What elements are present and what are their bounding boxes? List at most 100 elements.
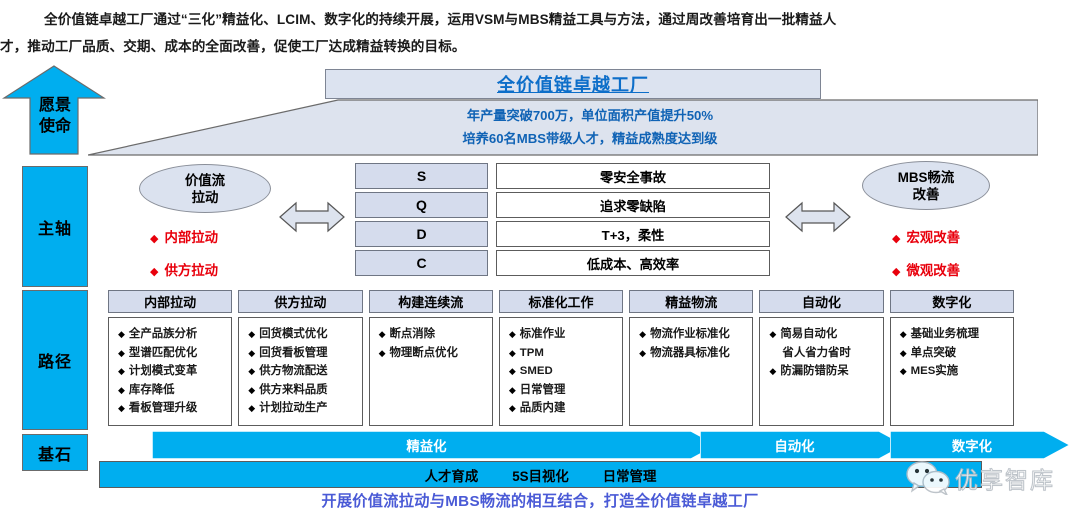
path-item: ◆日常管理 [509,381,618,400]
path-item-list: ◆基础业务梳理◆单点突破◆MES实施 [891,325,1013,381]
path-item-label: TPM [519,346,544,359]
path-column-header: 数字化 [889,290,1014,313]
mbs-flow-improve-l2: 改善 [912,186,940,202]
spine-label-vision: 愿景 使命 [22,95,88,137]
path-column-header: 构建连续流 [368,290,493,313]
path-column: 构建连续流◆断点消除◆物理断点优化 [368,290,493,426]
path-item: ◆断点消除 [379,325,488,344]
diamond-icon: ◆ [639,329,647,339]
sqdc-key-d: D [355,221,488,247]
diamond-icon: ◆ [508,366,516,377]
sqdc-value-s: 零安全事故 [496,163,770,189]
diamond-icon: ◆ [378,347,386,358]
left-bullet-list: ◆内部拉动 ◆供方拉动 [150,222,218,288]
diamond-icon: ◆ [378,329,386,339]
footer-caption: 开展价值流拉动与MBS畅流的相互结合，打造全价值链卓越工厂 [321,493,759,510]
path-item-list: ◆物流作业标准化◆物流器具标准化 [630,325,752,362]
path-item-label: 计划拉动生产 [259,402,328,415]
diamond-icon: ◆ [248,329,256,339]
double-arrow-left-icon [279,201,345,233]
watermark: 优享智库 [905,457,1075,499]
value-stream-pull-ellipse: 价值流 拉动 [139,164,271,213]
sqdc-row: S 零安全事故 [355,163,770,189]
path-item-label: MES实施 [910,365,959,378]
path-column: 数字化◆基础业务梳理◆单点突破◆MES实施 [889,290,1014,426]
path-column-body: ◆标准作业◆TPM◆SMED◆日常管理◆品质内建 [498,317,624,426]
mbs-flow-improve-ellipse: MBS畅流 改善 [862,161,990,210]
sqdc-key-c: C [355,250,488,276]
path-item: ◆看板管理升级 [118,399,227,418]
diamond-icon: ◆ [899,329,907,339]
diamond-icon: ◆ [899,347,907,358]
path-item-list: ◆标准作业◆TPM◆SMED◆日常管理◆品质内建 [500,325,622,418]
diamond-icon: ◆ [892,233,901,245]
path-item-label: 单点突破 [910,346,957,359]
diamond-icon: ◆ [508,329,516,339]
diamond-icon: ◆ [248,347,256,358]
path-item: ◆简易自动化 [769,325,878,344]
chevron-label: 数字化 [951,439,993,454]
path-item: ◆型谱匹配优化 [118,344,227,363]
chevron-label: 自动化 [774,439,815,454]
spine-label-foundation: 基石 [22,434,88,471]
right-bullet-list: ◆宏观改善 ◆微观改善 [892,222,960,288]
path-item-label: 简易自动化 [780,328,838,340]
chevron-2: 自动化 [699,430,907,460]
path-item-label: 物流器具标准化 [650,346,730,359]
spine-label-vision-l1: 愿景 [38,97,71,114]
path-item-list: ◆回货模式优化◆回货看板管理◆供方物流配送◆供方来料品质◆计划拉动生产 [239,325,361,418]
path-item: ◆标准作业 [509,325,618,344]
diamond-icon: ◆ [508,403,516,414]
page-title: 全价值链卓越工厂 [497,75,649,95]
path-item-list: ◆断点消除◆物理断点优化 [370,325,492,362]
path-item: ◆计划模式变革 [118,362,227,381]
path-item: ◆计划拉动生产 [248,399,357,418]
diamond-icon: ◆ [769,366,777,377]
path-item: ◆单点突破 [900,344,1009,363]
path-item-label: 物流作业标准化 [650,328,730,340]
diamond-icon: ◆ [150,266,159,278]
sqdc-value-q: 追求零缺陷 [496,192,770,218]
path-column-body: ◆基础业务梳理◆单点突破◆MES实施 [889,317,1014,426]
watermark-text: 优享智库 [955,468,1055,495]
path-item: ◆供方来料品质 [248,381,357,400]
chevron-3: 数字化 [889,430,1072,460]
sqdc-key-s: S [355,163,488,189]
sqdc-row: C 低成本、高效率 [355,250,770,276]
path-item: ◆物流作业标准化 [639,325,748,344]
path-item: ◆物理断点优化 [379,344,488,363]
diamond-icon: ◆ [248,384,256,395]
intro-line-1: 全价值链卓越工厂通过“三化”精益化、LCIM、数字化的持续开展，运用VSM与MB… [44,12,837,27]
path-item: ◆基础业务梳理 [900,325,1009,344]
diamond-icon: ◆ [639,347,647,358]
diamond-icon: ◆ [118,347,125,358]
foundation-item: 5S目视化 [512,468,569,484]
path-item: ◆物流器具标准化 [639,344,748,363]
diamond-icon: ◆ [769,329,777,339]
diamond-icon: ◆ [248,403,256,414]
double-arrow-right-icon [785,201,851,233]
path-item: ◆品质内建 [509,399,618,418]
spine-label-vision-l2: 使命 [38,118,71,135]
left-bullet-0: ◆内部拉动 [150,222,218,255]
path-item: ◆SMED [509,362,618,381]
path-item-list: ◆简易自动化省人省力省时◆防漏防错防呆 [760,325,882,381]
path-item: ◆回货看板管理 [248,344,357,363]
diamond-icon: ◆ [118,329,125,339]
path-column: 标准化工作◆标准作业◆TPM◆SMED◆日常管理◆品质内建 [498,290,624,426]
path-column-body: ◆简易自动化省人省力省时◆防漏防错防呆 [759,317,884,426]
vision-goals: 年产量突破700万，单位面积产值提升50% 培养60名MBS带级人才，精益成熟度… [350,104,830,150]
path-column-header: 精益物流 [629,290,754,313]
diamond-icon: ◆ [150,233,159,245]
path-column-body: ◆断点消除◆物理断点优化 [368,317,493,426]
sqdc-value-c: 低成本、高效率 [496,250,770,276]
path-column-body: ◆物流作业标准化◆物流器具标准化 [629,317,754,426]
path-item-label: 防漏防错防呆 [780,365,849,378]
path-item-label: 断点消除 [389,328,436,340]
chevron-shape [889,430,1072,460]
path-column-header: 自动化 [759,290,884,313]
chevron-1: 精益化 [151,430,719,460]
